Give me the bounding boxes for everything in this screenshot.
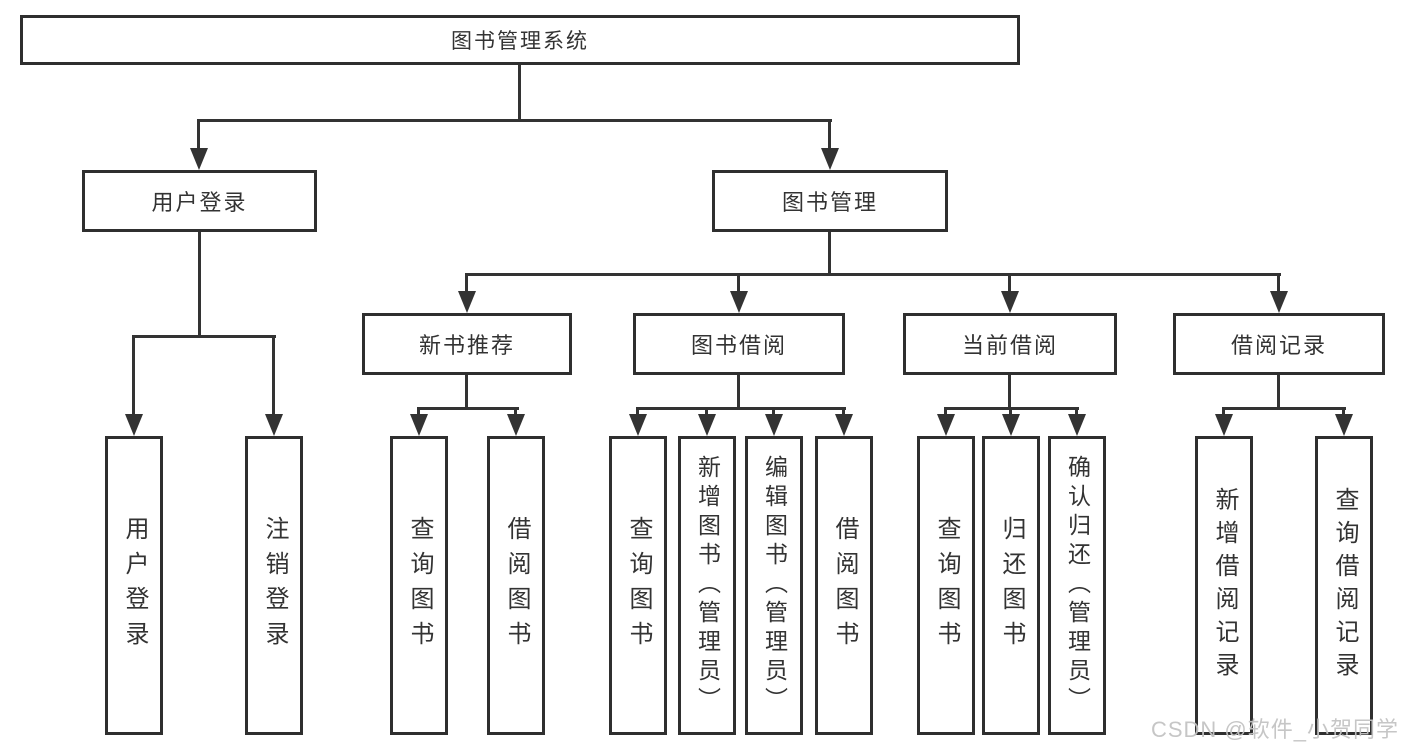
arrow-nb-borrow <box>507 414 525 436</box>
arrow-current-borrow <box>1001 291 1019 313</box>
connector-current-borrow-stem <box>1008 375 1011 409</box>
connector-user-login-stem <box>198 232 201 338</box>
leaf-edit-books-admin-label: 编辑图书（管理员） <box>761 455 788 716</box>
connector-arm-new-book <box>465 273 468 293</box>
leaf-query-books-recommend-label: 查询图书 <box>406 515 433 656</box>
arrow-new-book <box>458 291 476 313</box>
connector-arm-leaf-logout <box>272 335 275 416</box>
watermark: CSDN @软件_小贺同学 <box>1150 717 1399 742</box>
leaf-confirm-return-admin-label: 确认归还（管理员） <box>1064 455 1091 716</box>
leaf-query-books-current: 查询图书 <box>917 436 975 735</box>
connector-arm-cb-query <box>944 407 947 416</box>
node-new-book-recommend-label: 新书推荐 <box>418 333 515 358</box>
connector-arm-bb-add <box>705 407 708 416</box>
arrow-leaf-user-login <box>125 414 143 436</box>
arrow-bb-query <box>629 414 647 436</box>
arrow-bb-add <box>698 414 716 436</box>
connector-user-login-hbar <box>132 335 276 338</box>
leaf-borrow-books-recommend: 借阅图书 <box>487 436 545 735</box>
connector-arm-cb-return <box>1009 407 1012 416</box>
node-borrow-record-label: 借阅记录 <box>1230 333 1327 358</box>
node-user-login-label: 用户登录 <box>151 190 248 215</box>
arrow-br-query <box>1335 414 1353 436</box>
connector-arm-nb-borrow <box>514 407 517 416</box>
connector-arm-br-query <box>1342 407 1345 416</box>
leaf-return-books-label: 归还图书 <box>998 515 1025 656</box>
arrow-book-borrow <box>730 291 748 313</box>
arrow-cb-confirm <box>1068 414 1086 436</box>
leaf-borrow-books-label: 借阅图书 <box>831 515 858 656</box>
arrow-cb-query <box>937 414 955 436</box>
leaf-logout-login: 注销登录 <box>245 436 303 735</box>
leaf-user-login-label: 用户登录 <box>121 515 148 656</box>
node-root: 图书管理系统 <box>20 15 1020 65</box>
leaf-add-books-admin: 新增图书（管理员） <box>678 436 736 735</box>
leaf-borrow-books: 借阅图书 <box>815 436 873 735</box>
connector-arm-bb-borrow <box>842 407 845 416</box>
arrow-bb-borrow <box>835 414 853 436</box>
leaf-return-books: 归还图书 <box>982 436 1040 735</box>
connector-borrow-record-hbar <box>1222 407 1346 410</box>
node-book-management-label: 图书管理 <box>781 190 878 215</box>
leaf-add-borrow-record: 新增借阅记录 <box>1195 436 1253 735</box>
node-borrow-record: 借阅记录 <box>1173 313 1385 375</box>
connector-arm-bb-edit <box>772 407 775 416</box>
connector-new-book-stem <box>465 375 468 409</box>
leaf-add-books-admin-label: 新增图书（管理员） <box>694 455 721 716</box>
node-root-label: 图书管理系统 <box>451 30 589 53</box>
connector-arm-br-add <box>1222 407 1225 416</box>
leaf-query-borrow-record: 查询借阅记录 <box>1315 436 1373 735</box>
connector-book-management-stem <box>828 232 831 276</box>
connector-arm-nb-query <box>417 407 420 416</box>
leaf-query-borrow-record-label: 查询借阅记录 <box>1331 486 1358 685</box>
connector-new-book-hbar <box>417 407 519 410</box>
connector-book-borrow-stem <box>737 375 740 409</box>
connector-arm-cb-confirm <box>1075 407 1078 416</box>
node-new-book-recommend: 新书推荐 <box>362 313 572 375</box>
connector-arm-book-borrow <box>737 273 740 293</box>
arrow-nb-query <box>410 414 428 436</box>
node-current-borrow: 当前借阅 <box>903 313 1117 375</box>
arrow-borrow-record <box>1270 291 1288 313</box>
node-user-login: 用户登录 <box>82 170 317 232</box>
connector-arm-leaf-user-login <box>132 335 135 416</box>
leaf-query-books-borrow-label: 查询图书 <box>625 515 652 656</box>
arrow-book-management <box>821 148 839 170</box>
leaf-query-books-borrow: 查询图书 <box>609 436 667 735</box>
connector-arm-book-management <box>828 119 831 150</box>
arrow-br-add <box>1215 414 1233 436</box>
connector-root-stem <box>518 65 521 121</box>
node-book-borrow-label: 图书借阅 <box>690 333 787 358</box>
connector-arm-current-borrow <box>1008 273 1011 293</box>
node-book-borrow: 图书借阅 <box>633 313 845 375</box>
node-book-management: 图书管理 <box>712 170 948 232</box>
leaf-add-borrow-record-label: 新增借阅记录 <box>1211 486 1238 685</box>
connector-arm-borrow-record <box>1277 273 1280 293</box>
leaf-confirm-return-admin: 确认归还（管理员） <box>1048 436 1106 735</box>
leaf-query-books-current-label: 查询图书 <box>933 515 960 656</box>
leaf-edit-books-admin: 编辑图书（管理员） <box>745 436 803 735</box>
leaf-borrow-books-recommend-label: 借阅图书 <box>503 515 530 656</box>
node-current-borrow-label: 当前借阅 <box>961 333 1058 358</box>
connector-arm-bb-query <box>636 407 639 416</box>
connector-book-management-hbar <box>465 273 1281 276</box>
arrow-leaf-logout <box>265 414 283 436</box>
connector-root-hbar <box>197 119 832 122</box>
arrow-bb-edit <box>765 414 783 436</box>
leaf-user-login: 用户登录 <box>105 436 163 735</box>
leaf-logout-login-label: 注销登录 <box>261 515 288 656</box>
connector-arm-user-login <box>197 119 200 150</box>
connector-borrow-record-stem <box>1277 375 1280 409</box>
arrow-user-login <box>190 148 208 170</box>
connector-book-borrow-hbar <box>636 407 846 410</box>
leaf-query-books-recommend: 查询图书 <box>390 436 448 735</box>
arrow-cb-return <box>1002 414 1020 436</box>
